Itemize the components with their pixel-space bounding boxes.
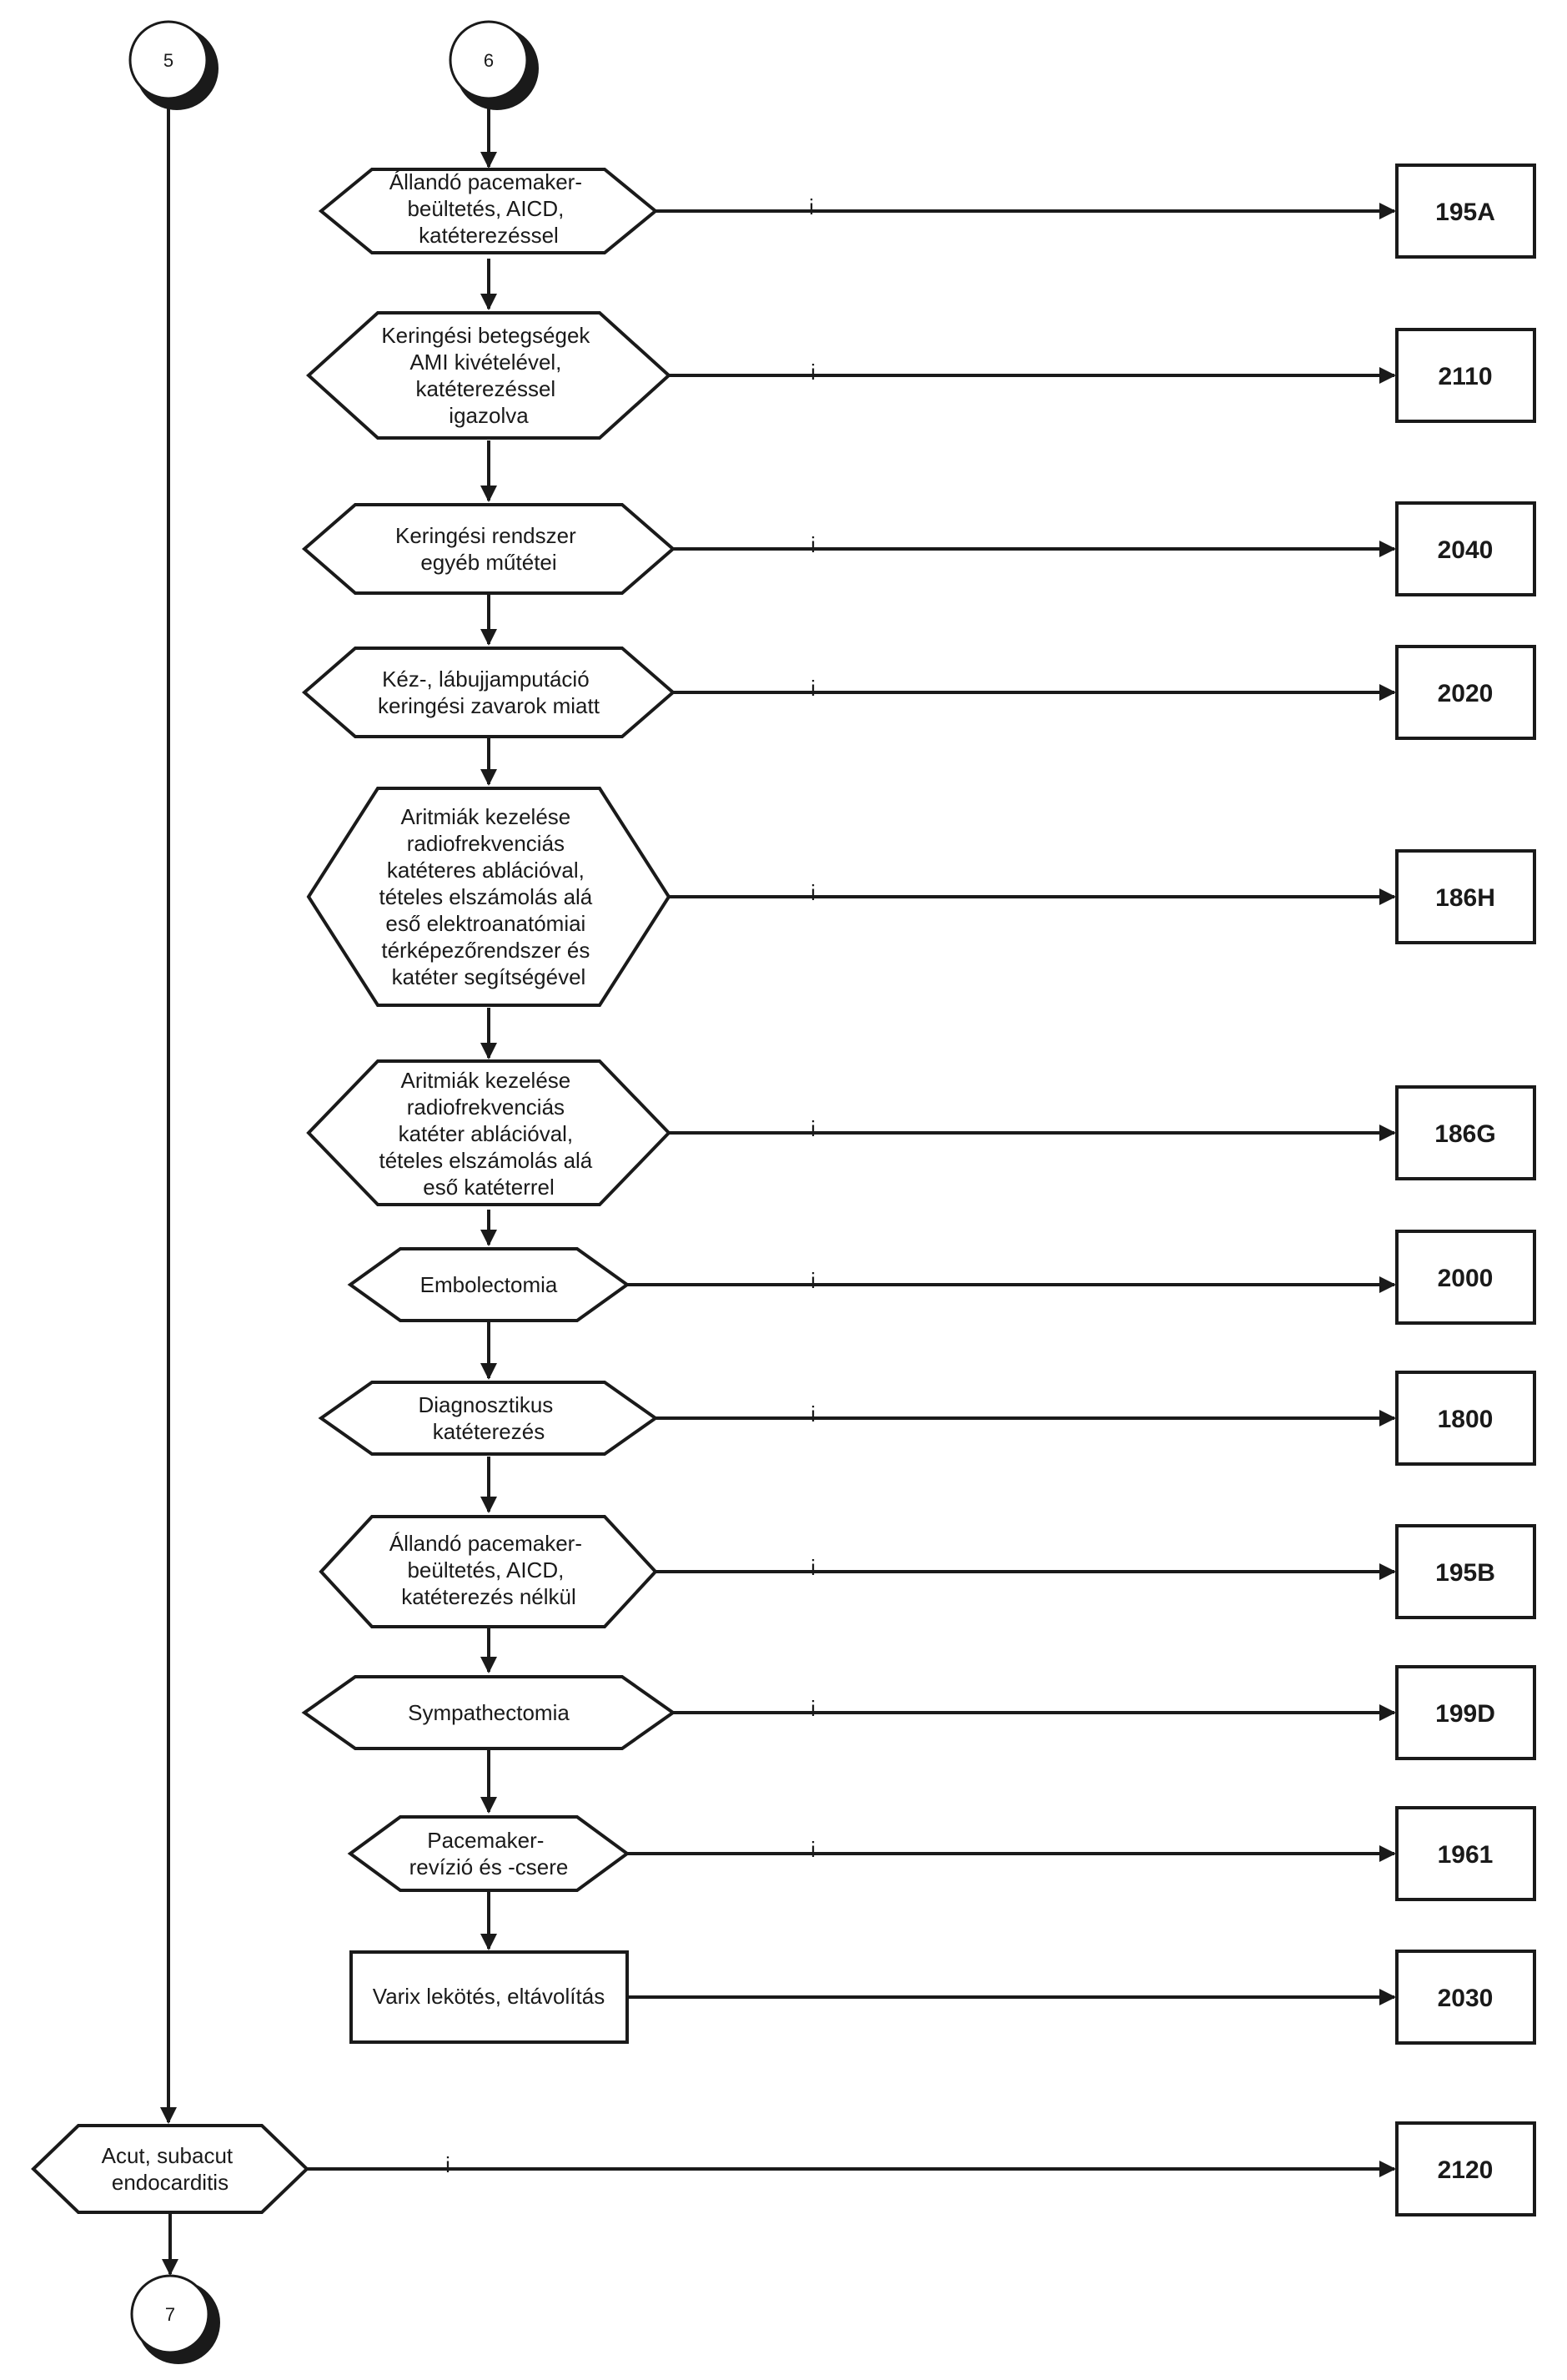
- code-box-2020: 2020: [1395, 645, 1536, 740]
- code-2120: 2120: [1438, 2156, 1494, 2184]
- decision-1961: Pacemaker- revízió és -csere: [347, 1815, 630, 1892]
- code-2040: 2040: [1438, 536, 1494, 564]
- branch-label-2020: i: [811, 676, 816, 701]
- code-boxes: 195A 2110 2040 2020 186H 186G 2000 1800: [1395, 164, 1536, 2216]
- connector-5: 5: [128, 20, 218, 110]
- code-2110: 2110: [1438, 363, 1492, 390]
- decision-2040-label: Keringési rendszer egyéb műtétei: [395, 523, 582, 575]
- decision-1800: Diagnosztikus katéterezés: [318, 1381, 659, 1456]
- code-2000: 2000: [1438, 1265, 1494, 1292]
- code-box-2000: 2000: [1395, 1230, 1536, 1325]
- code-195A: 195A: [1435, 199, 1495, 226]
- branch-label-186H: i: [811, 880, 816, 905]
- code-box-2030: 2030: [1395, 1950, 1536, 2045]
- spine-arrows: [160, 98, 497, 2276]
- code-box-199D: 199D: [1395, 1665, 1536, 1760]
- code-box-1961: 1961: [1395, 1806, 1536, 1901]
- code-2030: 2030: [1438, 1985, 1494, 2012]
- decision-2110-label: Keringési betegségek AMI kivételével, ka…: [381, 323, 595, 428]
- connector-7-label: 7: [165, 2304, 175, 2325]
- connector-5-label: 5: [163, 50, 173, 71]
- code-1800: 1800: [1438, 1406, 1494, 1433]
- decision-195B: Állandó pacemaker- beültetés, AICD, katé…: [319, 1515, 658, 1628]
- decision-199D-label: Sympathectomia: [408, 1700, 570, 1725]
- decision-2000: Embolectomia: [347, 1247, 630, 1322]
- branch-label-2110: i: [811, 360, 816, 385]
- connector-6-label: 6: [484, 50, 494, 71]
- decision-2120: Acut, subacut endocarditis: [31, 2124, 309, 2214]
- connector-6: 6: [449, 20, 539, 110]
- process-varix-label: Varix lekötés, eltávolítás: [373, 1984, 605, 2009]
- code-195B: 195B: [1435, 1559, 1495, 1587]
- decision-2000-label: Embolectomia: [420, 1272, 558, 1297]
- code-box-195B: 195B: [1395, 1524, 1536, 1619]
- decision-199D: Sympathectomia: [301, 1675, 676, 1750]
- code-box-2120: 2120: [1395, 2121, 1536, 2216]
- decision-186H-label: Aritmiák kezelése radiofrekvenciás katét…: [379, 804, 598, 989]
- code-186G: 186G: [1434, 1120, 1495, 1148]
- branch-labels: i i i i i i i i i i i i: [445, 194, 816, 2177]
- code-box-195A: 195A: [1395, 164, 1536, 259]
- decision-1800-label: Diagnosztikus katéterezés: [418, 1392, 559, 1444]
- decision-195B-label: Állandó pacemaker- beültetés, AICD, katé…: [389, 1531, 588, 1609]
- decision-2110: Keringési betegségek AMI kivételével, ka…: [306, 311, 671, 440]
- process-varix: Varix lekötés, eltávolítás: [349, 1950, 629, 2044]
- branch-label-186G: i: [811, 1116, 816, 1141]
- code-box-2040: 2040: [1395, 501, 1536, 596]
- decision-186G: Aritmiák kezelése radiofrekvenciás katét…: [306, 1059, 671, 1206]
- connector-7: 7: [130, 2274, 220, 2364]
- code-box-1800: 1800: [1395, 1371, 1536, 1466]
- decision-2020: Kéz-, lábujjamputáció keringési zavarok …: [301, 647, 676, 738]
- decision-2020-label: Kéz-, lábujjamputáció keringési zavarok …: [378, 667, 600, 718]
- branch-arrows: [307, 203, 1396, 2177]
- code-186H: 186H: [1435, 884, 1495, 912]
- branch-label-2040: i: [811, 532, 816, 557]
- branch-label-2120: i: [445, 2152, 450, 2177]
- code-199D: 199D: [1435, 1700, 1495, 1728]
- decision-2040: Keringési rendszer egyéb műtétei: [301, 503, 676, 595]
- branch-label-1961: i: [811, 1837, 816, 1862]
- branch-label-195A: i: [809, 194, 814, 219]
- branch-label-195B: i: [811, 1555, 816, 1580]
- branch-label-1800: i: [811, 1401, 816, 1426]
- code-1961: 1961: [1438, 1841, 1494, 1869]
- code-2020: 2020: [1438, 680, 1494, 707]
- branch-label-199D: i: [811, 1696, 816, 1721]
- code-box-186H: 186H: [1395, 849, 1536, 944]
- branch-label-2000: i: [811, 1268, 816, 1293]
- decision-195A: Állandó pacemaker- beültetés, AICD, katé…: [318, 168, 659, 254]
- decision-1961-label: Pacemaker- revízió és -csere: [409, 1828, 569, 1879]
- decision-186G-label: Aritmiák kezelése radiofrekvenciás katét…: [379, 1068, 598, 1200]
- code-box-2110: 2110: [1395, 328, 1536, 423]
- decision-195A-label: Állandó pacemaker- beültetés, AICD, katé…: [389, 169, 588, 248]
- decision-2120-label: Acut, subacut endocarditis: [102, 2143, 239, 2195]
- decision-186H: Aritmiák kezelése radiofrekvenciás katét…: [306, 787, 671, 1007]
- code-box-186G: 186G: [1395, 1085, 1536, 1180]
